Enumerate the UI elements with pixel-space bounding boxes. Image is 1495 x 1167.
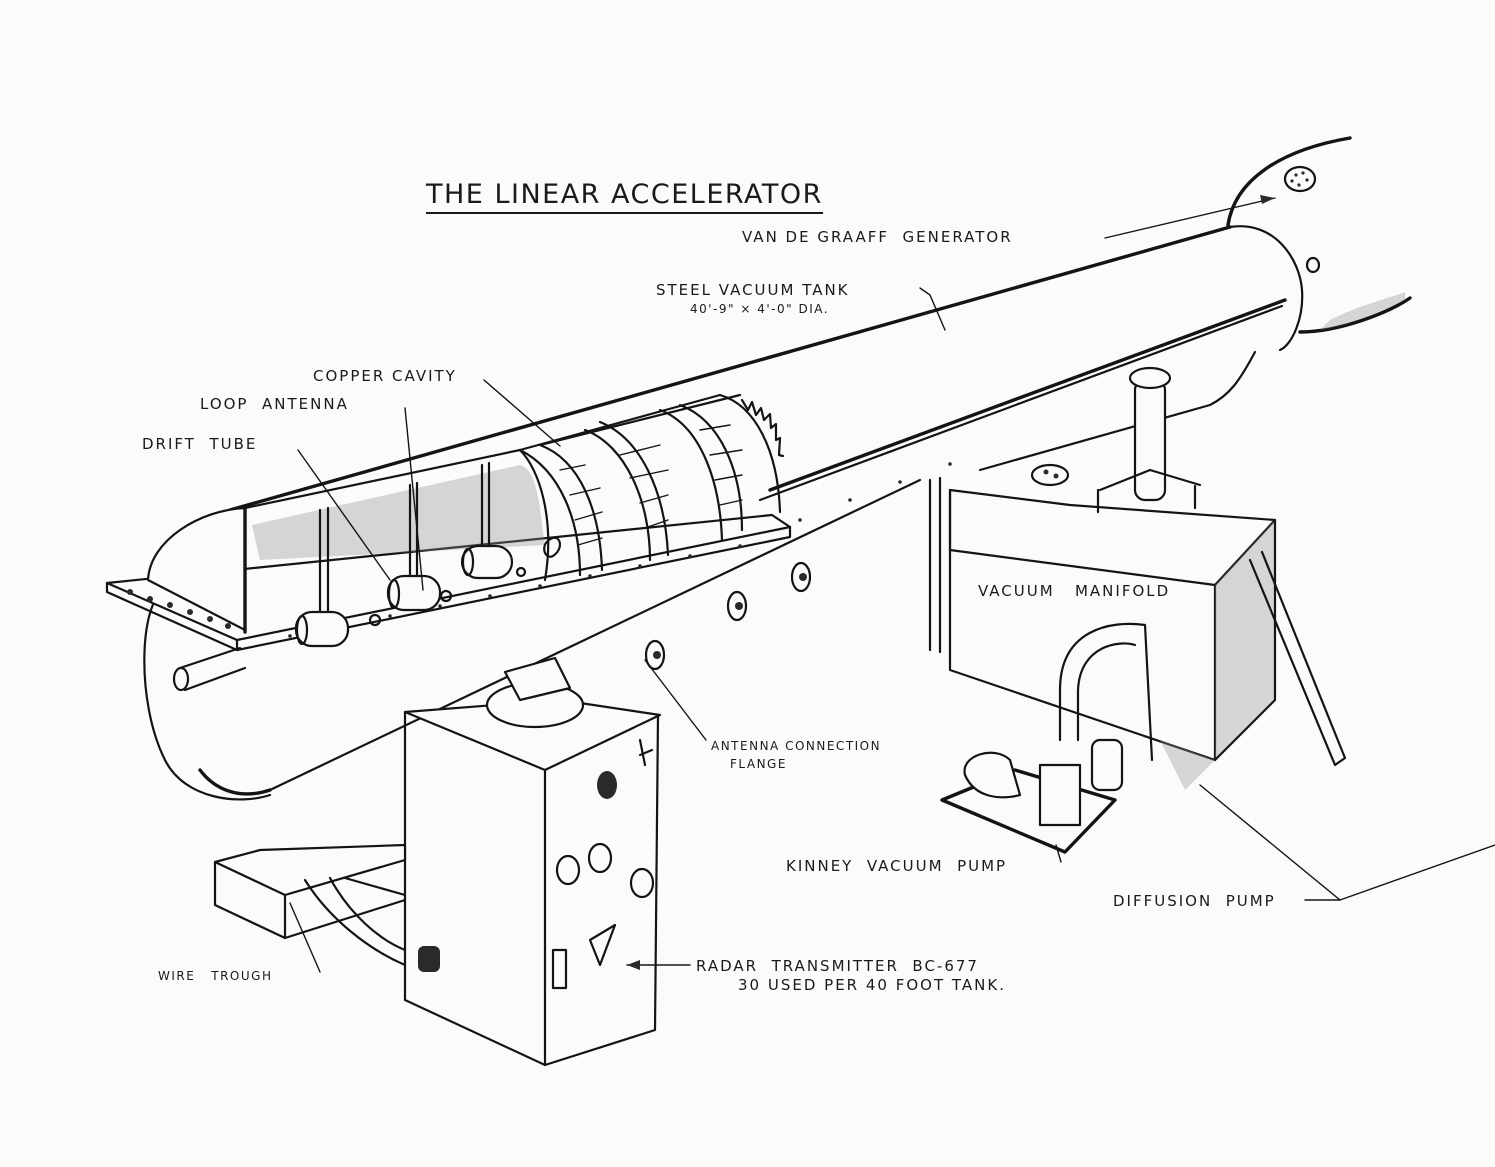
steel-vacuum-tank [105,225,1321,801]
label-drift-tube: DRIFT TUBE [142,435,258,453]
copper-cavity [518,393,785,577]
label-vacuum-manifold: VACUUM MANIFOLD [978,582,1171,600]
label-radar-transmitter: RADAR TRANSMITTER BC-677 [696,957,979,975]
leader-lines [289,195,1495,973]
label-copper-cavity: COPPER CAVITY [313,367,457,385]
pumps [940,622,1215,854]
label-kinney-vacuum-pump: KINNEY VACUUM PUMP [786,857,1008,875]
label-antenna-connection: ANTENNA CONNECTION [711,739,882,753]
wire-trough [213,843,407,967]
radar-transmitter [403,656,662,1067]
label-van-de-graaff-generator: VAN DE GRAAFF GENERATOR [742,228,1013,246]
antenna-connection-flanges [644,561,812,671]
label-antenna-flange: FLANGE [730,757,787,771]
label-wire-trough: WIRE TROUGH [158,969,273,983]
label-loop-antenna: LOOP ANTENNA [200,395,349,413]
label-diffusion-pump: DIFFUSION PUMP [1113,892,1276,910]
drawing-title: THE LINEAR ACCELERATOR [426,180,823,214]
van-de-graaff-generator [1226,136,1412,334]
label-tank-dimensions: 40'-9" × 4'-0" DIA. [690,302,830,316]
label-steel-vacuum-tank: STEEL VACUUM TANK [656,281,850,299]
drift-tubes [294,461,562,648]
label-radar-count: 30 USED PER 40 FOOT TANK. [738,976,1006,994]
vacuum-manifold [928,366,1347,767]
